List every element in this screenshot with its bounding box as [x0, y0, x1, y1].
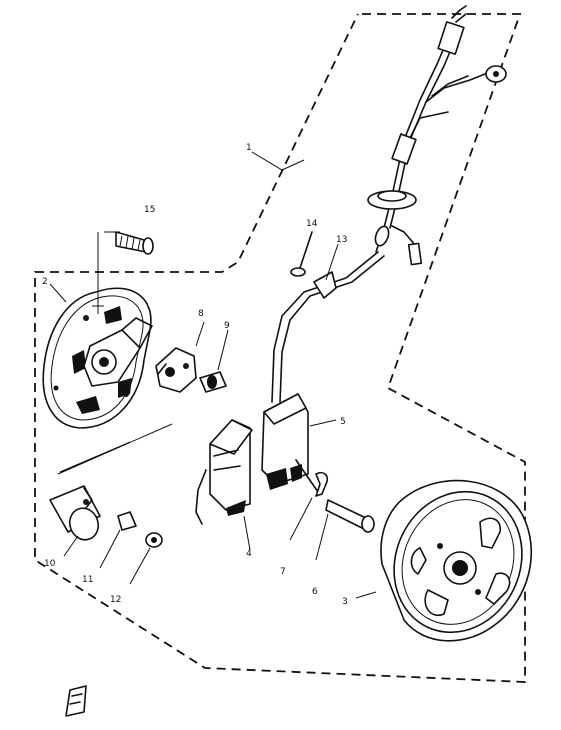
- corner-stamp-mark: [65, 685, 87, 717]
- stator-plate: [42, 287, 153, 429]
- wire-harness: [367, 5, 507, 266]
- lighting-coil: [195, 419, 253, 551]
- label-7: 7: [280, 567, 286, 577]
- condenser-bracket: [99, 511, 137, 569]
- breaker-screw: [199, 329, 229, 393]
- label-1: 1: [246, 143, 252, 153]
- label-14: 14: [306, 219, 318, 229]
- flywheel-key-clip: [289, 471, 329, 541]
- top-connector: [437, 5, 467, 55]
- support-lines: [57, 231, 173, 475]
- label-6: 6: [312, 587, 318, 597]
- label-13: 13: [336, 235, 347, 245]
- condenser: [49, 485, 101, 557]
- assembly-boundary-dashed: [34, 13, 526, 683]
- label-12: 12: [110, 595, 121, 605]
- coil-lead-wire: [271, 251, 385, 403]
- contact-breaker: [155, 321, 205, 393]
- label-11: 11: [82, 575, 93, 585]
- label-3: 3: [342, 597, 348, 607]
- label-15: 15: [144, 205, 155, 215]
- label-8: 8: [198, 309, 204, 319]
- label-2: 2: [42, 277, 48, 287]
- wire-clamp: [313, 243, 339, 299]
- label-9: 9: [224, 321, 230, 331]
- leader-2: [49, 283, 67, 303]
- coil-bolt: [315, 499, 375, 561]
- source-coil: [261, 393, 337, 493]
- label-5: 5: [340, 417, 346, 427]
- condenser-screw: [129, 532, 163, 585]
- leader-1: [251, 151, 305, 171]
- flywheel-rotor: [355, 479, 533, 642]
- bolt-15: [115, 231, 154, 255]
- clamp-screw: [290, 231, 313, 277]
- label-4: 4: [246, 549, 252, 559]
- label-10: 10: [44, 559, 56, 569]
- wire-grommet: [367, 190, 417, 210]
- ring-terminal: [485, 65, 507, 83]
